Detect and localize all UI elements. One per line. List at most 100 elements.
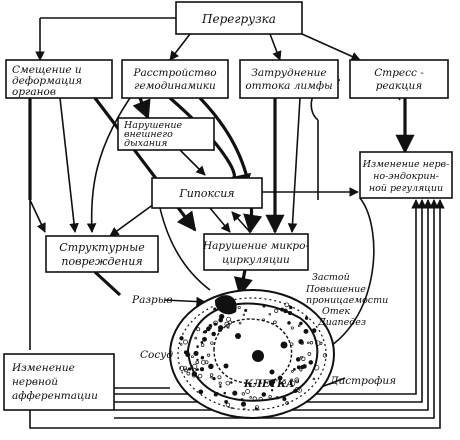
speckle	[249, 396, 252, 399]
speckle	[293, 388, 298, 394]
box-overload: Перегрузка	[175, 1, 303, 35]
speckle	[241, 392, 245, 396]
speckle	[225, 402, 231, 407]
speckle	[300, 364, 305, 369]
line-hypoxia-to-cell	[159, 207, 211, 291]
box-microcirculation: Нарушение микро- циркуляции	[202, 233, 309, 271]
vessel-label: Сосуд	[140, 349, 173, 361]
box-hemodynamics: Расстройство гемодинамики	[121, 59, 229, 99]
speckle	[270, 389, 274, 392]
speckle	[192, 363, 198, 369]
speckle	[184, 368, 188, 373]
speckle	[243, 407, 246, 411]
neuroendocrine-line-3: ной регуляции	[369, 183, 443, 194]
speckle	[307, 352, 312, 356]
speckle	[280, 307, 285, 312]
speckle	[197, 373, 203, 379]
speckle	[285, 401, 289, 405]
speckle	[288, 311, 293, 316]
speckle	[309, 341, 314, 345]
cytoplasm-speckles	[179, 302, 328, 411]
speckle	[186, 371, 191, 376]
speckle	[212, 376, 216, 381]
speckle	[193, 350, 199, 356]
speckle	[299, 321, 303, 326]
respiration-line-1: Нарушение	[123, 120, 183, 131]
hemodynamics-line-2: гемодинамики	[134, 80, 216, 92]
speckle	[244, 308, 248, 312]
box-afferentation: Изменение нервной афферентации	[3, 353, 115, 411]
speckle	[290, 326, 294, 330]
speckle	[213, 307, 217, 311]
speckle	[268, 313, 272, 316]
arrow-microcirc-to-hypoxia	[231, 211, 251, 233]
arrow-rupture-to-vessel	[164, 296, 206, 307]
displacement-line-2: деформация	[12, 75, 82, 87]
respiration-line-3: дыхания	[124, 138, 167, 149]
speckle	[287, 321, 291, 325]
effects-list: Застой Повышение проницаемости Отек Диап…	[305, 272, 388, 328]
speckle	[240, 401, 247, 407]
structural-to-rupture	[93, 270, 122, 297]
speckle	[245, 389, 250, 394]
rupture-label: Разрыв	[131, 294, 172, 306]
speckle	[291, 370, 294, 373]
stress-line-2: реакция	[376, 80, 423, 92]
box-hypoxia: Гипоксия	[151, 177, 263, 209]
microcirculation-line-1: Нарушение микро-	[202, 240, 309, 252]
speckle	[311, 328, 317, 333]
box-respiration: Нарушение внешнего дыхания	[117, 117, 215, 151]
speckle	[307, 341, 310, 345]
speckle	[262, 318, 266, 322]
speckle	[293, 368, 296, 371]
organelle-dot-4	[269, 369, 275, 375]
speckle	[200, 343, 205, 347]
effect-diapedesis: Диапедез	[317, 317, 366, 328]
speckle	[289, 305, 293, 310]
arrow-hemo-to-microcirc	[198, 96, 263, 234]
speckle	[254, 407, 258, 411]
speckle	[182, 366, 188, 371]
speckle	[304, 316, 309, 320]
speckle	[218, 381, 222, 385]
speckle	[262, 304, 266, 308]
speckle	[315, 340, 321, 346]
speckle	[179, 365, 185, 371]
effect-edema: Отек	[322, 306, 350, 317]
nucleus-outline	[213, 318, 293, 385]
arrow-displacement-to-structural	[29, 199, 46, 233]
speckle	[196, 327, 201, 332]
speckle	[303, 328, 309, 334]
speckle	[187, 367, 192, 371]
rupture-blot	[214, 295, 237, 315]
afferentation-line-1: Изменение	[11, 362, 75, 374]
speckle	[230, 406, 233, 410]
speckle	[277, 375, 283, 381]
speckle	[273, 320, 277, 325]
speckle	[300, 355, 303, 359]
microcirculation-line-2: циркуляции	[222, 254, 290, 266]
arrow-neuro-to-cell	[311, 197, 375, 358]
speckle	[237, 305, 241, 310]
speckle	[198, 389, 204, 395]
speckle	[179, 343, 183, 346]
afferentation-line-2: нервной	[12, 376, 58, 388]
speckle	[202, 336, 207, 342]
return-line-1	[29, 199, 445, 429]
arrow-hypoxia-to-microcirc	[209, 207, 231, 233]
speckle	[322, 353, 328, 358]
speckle	[274, 308, 279, 313]
speckle	[290, 342, 294, 346]
box-lymph: Затруднение оттока лимфы	[239, 59, 339, 99]
speckle	[199, 367, 205, 372]
lymph-line-2: оттока лимфы	[245, 80, 332, 92]
speckle	[183, 339, 188, 345]
arrow-overload-to-lymph	[269, 33, 282, 61]
speckle	[224, 321, 229, 327]
arrow-displacement-to-structural-2	[59, 97, 79, 233]
speckle	[195, 368, 198, 371]
speckle	[217, 375, 222, 380]
speckle	[298, 339, 304, 345]
speckle	[297, 324, 301, 328]
